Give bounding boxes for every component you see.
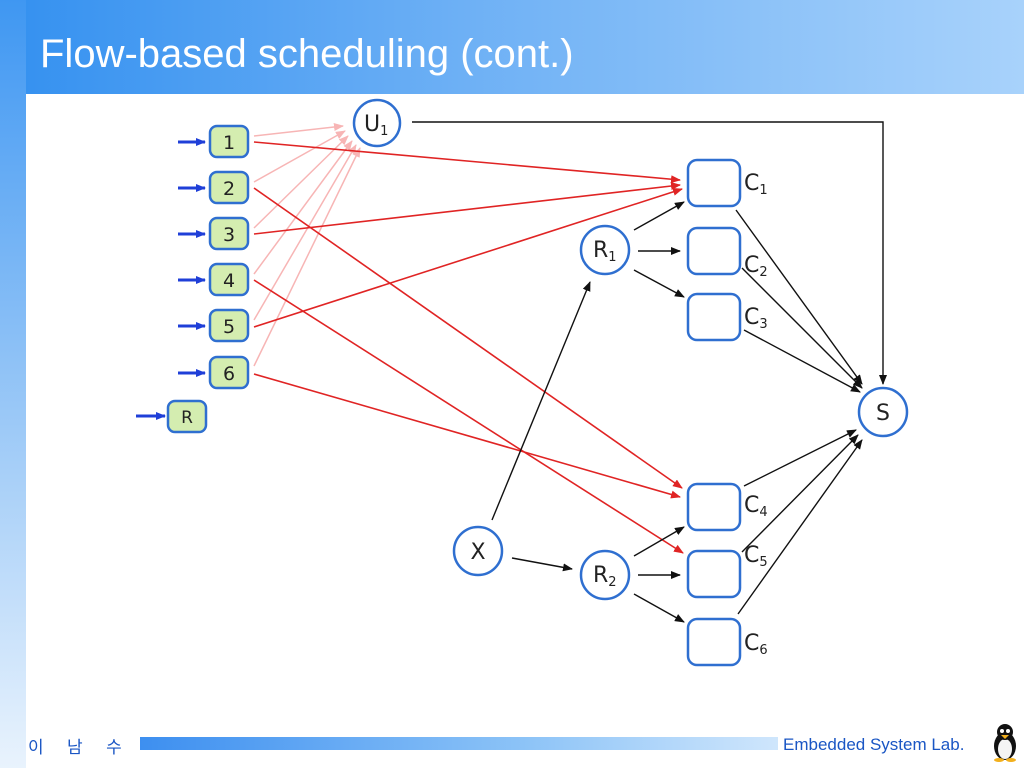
- footer-bar: [140, 737, 778, 750]
- sink-label: S: [876, 401, 890, 426]
- edge-5-c1: [253, 187, 683, 328]
- title-band: [0, 0, 1024, 94]
- edge-x-r1: [491, 281, 591, 521]
- source-node-1: 1: [208, 124, 250, 159]
- edge-r2-c4: [633, 526, 685, 557]
- edge-4-u1: [253, 140, 353, 275]
- side-band: [0, 0, 26, 768]
- edge-c1-s: [735, 209, 863, 385]
- edge-6-c4: [253, 373, 681, 499]
- c4-node: [686, 482, 742, 532]
- assigned-edges: [253, 141, 684, 554]
- computer-node-labels: C1 C2 C3 C4 C5 C6: [744, 171, 768, 658]
- c2-label: C2: [744, 253, 768, 280]
- c6-label: C6: [744, 631, 768, 658]
- r1-label: R1: [593, 238, 617, 265]
- footer-author: 이 남 수: [28, 738, 131, 758]
- edge-2-c4: [253, 187, 683, 489]
- edge-r2-c6: [633, 593, 685, 623]
- circle-node-labels: U1 R1 R2 X S: [364, 112, 890, 590]
- source-node-2: 2: [208, 170, 250, 205]
- source-node-5: 5: [208, 308, 250, 343]
- edge-1-c1: [253, 141, 681, 184]
- edge-x-r2: [511, 557, 573, 572]
- footer-lab-name: Embedded System Lab.: [783, 735, 965, 754]
- source-label-r: R: [181, 408, 193, 428]
- sink-node: [857, 386, 909, 438]
- edge-c4-s: [743, 429, 857, 487]
- r2-node: [579, 549, 631, 601]
- penguin-logo-icon: [994, 724, 1016, 762]
- edge-r1-c1: [633, 201, 685, 231]
- edge-c6-s: [737, 439, 863, 615]
- c5-label: C5: [744, 543, 768, 570]
- u1-node: [352, 98, 402, 148]
- c1-node: [686, 158, 742, 208]
- input-arrows: [136, 138, 206, 420]
- slide-title: Flow-based scheduling (cont.): [40, 32, 574, 76]
- x-label: X: [470, 540, 485, 565]
- edge-c5-s: [741, 434, 859, 553]
- source-label-5: 5: [223, 316, 235, 338]
- unscheduled-edges: [253, 123, 361, 367]
- edge-2-u1: [253, 130, 346, 183]
- edge-6-u1: [253, 147, 361, 367]
- r1-node: [579, 224, 631, 276]
- source-node-3: 3: [208, 216, 250, 251]
- edge-u1-s: [412, 121, 887, 385]
- circle-nodes: [352, 98, 909, 601]
- source-nodes: 1 2 3 4 5 6 R: [166, 124, 250, 434]
- source-label-4: 4: [223, 270, 235, 292]
- c5-node: [686, 549, 742, 599]
- r2-label: R2: [593, 563, 617, 590]
- c1-label: C1: [744, 171, 768, 198]
- source-node-r: R: [166, 399, 208, 434]
- source-label-6: 6: [223, 363, 235, 385]
- c6-node: [686, 617, 742, 667]
- source-label-1: 1: [223, 132, 235, 154]
- edge-c2-s: [741, 267, 863, 389]
- u1-label: U1: [364, 112, 388, 139]
- edge-3-c1: [253, 182, 681, 235]
- c4-label: C4: [744, 493, 768, 520]
- c3-label: C3: [744, 305, 768, 332]
- edge-3-u1: [253, 135, 349, 229]
- source-node-4: 4: [208, 262, 250, 297]
- source-label-2: 2: [223, 178, 235, 200]
- computer-nodes: [686, 158, 742, 667]
- source-node-6: 6: [208, 355, 250, 390]
- structural-edges: [412, 121, 887, 623]
- edge-4-c5: [253, 279, 684, 554]
- edge-c3-s: [743, 329, 861, 393]
- edge-1-u1: [253, 123, 344, 137]
- c2-node: [686, 226, 742, 276]
- source-label-3: 3: [223, 224, 235, 246]
- edge-r1-c3: [633, 269, 685, 298]
- x-node: [452, 525, 504, 577]
- c3-node: [686, 292, 742, 342]
